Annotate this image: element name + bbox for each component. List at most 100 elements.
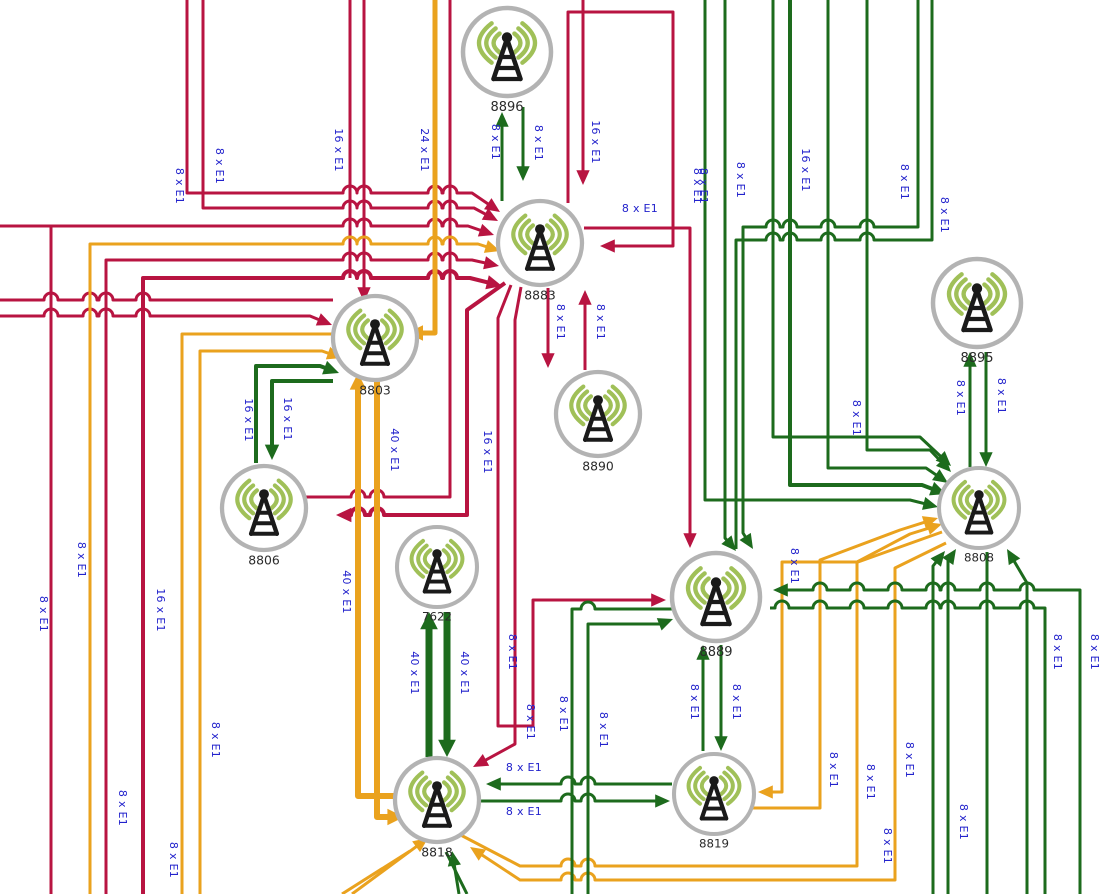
link-edge-20	[88, 235, 500, 894]
antenna-tower-icon	[964, 490, 994, 535]
link-capacity-label: 40 x E1	[408, 651, 421, 695]
edge-arrowhead	[942, 549, 956, 566]
link-capacity-label: 8 x E1	[734, 162, 747, 198]
antenna-node-8803[interactable]: 8803	[330, 293, 420, 397]
antenna-tower-icon	[421, 781, 453, 828]
antenna-node-8896[interactable]: 8896	[460, 5, 554, 115]
edge-line	[767, 530, 943, 794]
link-edge-0	[185, 0, 500, 212]
link-capacity-label: 8 x E1	[506, 634, 519, 670]
link-edge-21	[180, 332, 344, 894]
edge-arrowhead	[1007, 549, 1021, 566]
link-capacity-label: 8 x E1	[524, 704, 537, 740]
antenna-tower-icon	[524, 224, 556, 271]
antenna-node-8819[interactable]: 8819	[671, 751, 757, 851]
node-id-label: 8890	[582, 458, 614, 473]
link-capacity-label: 16 x E1	[589, 120, 602, 164]
link-edge-4	[357, 0, 371, 302]
link-capacity-label: 8 x E1	[506, 761, 542, 774]
antenna-tower-icon	[582, 395, 614, 442]
edge-line	[946, 555, 953, 894]
antenna-node-8890[interactable]: 8890	[553, 369, 643, 473]
link-edge-37	[696, 645, 710, 751]
edge-arrowhead	[481, 208, 498, 221]
link-edge-58	[570, 600, 674, 894]
edge-line	[341, 849, 411, 894]
link-edge-50	[734, 0, 934, 549]
link-capacity-label: 8 x E1	[173, 168, 186, 204]
antenna-node-8889[interactable]: 8889	[669, 550, 763, 660]
link-capacity-label: 8 x E1	[622, 202, 658, 215]
edge-arrowhead	[495, 112, 509, 127]
edge-line	[586, 620, 666, 894]
link-edge-2	[0, 217, 494, 237]
link-capacity-label: 8 x E1	[597, 712, 610, 748]
link-edge-29	[351, 838, 428, 894]
antenna-node-8895[interactable]: 8895	[930, 256, 1024, 366]
antenna-node-8806[interactable]: 8806	[219, 463, 309, 567]
antenna-node-8883[interactable]: 8883	[495, 198, 585, 302]
link-edge-48	[865, 0, 951, 472]
node-circle	[394, 524, 480, 610]
node-id-label: 8818	[421, 844, 453, 859]
edge-line	[723, 0, 732, 546]
edge-arrowhead	[470, 847, 487, 861]
link-capacity-label: 16 x E1	[481, 430, 494, 474]
node-circle	[936, 465, 1022, 551]
edge-line	[141, 269, 494, 894]
edge-arrowhead	[696, 645, 710, 660]
edge-line	[865, 0, 946, 467]
link-edge-26	[741, 516, 938, 810]
edge-arrowhead	[655, 794, 670, 808]
edge-line	[452, 525, 934, 868]
radio-waves-icon	[346, 308, 404, 351]
edge-line	[788, 0, 939, 493]
radio-waves-icon	[686, 765, 742, 806]
edge-line	[734, 0, 934, 549]
edge-arrowhead	[925, 522, 942, 535]
link-capacity-label: 8 x E1	[1051, 634, 1064, 670]
edge-arrowhead	[483, 240, 500, 253]
link-edge-60	[444, 851, 469, 894]
node-circle	[930, 256, 1024, 350]
link-capacity-label: 8 x E1	[954, 380, 967, 416]
edge-line	[584, 226, 692, 539]
antenna-tower-icon	[961, 283, 993, 333]
node-id-label: 8808	[964, 551, 994, 565]
link-edge-49	[739, 0, 920, 549]
link-edge-35	[420, 612, 438, 757]
edge-arrowhead	[387, 808, 404, 826]
edge-arrowhead	[979, 452, 993, 467]
edge-arrowhead	[322, 360, 339, 375]
node-circle	[671, 751, 757, 837]
antenna-node-7622[interactable]: 7622	[394, 524, 480, 624]
radio-waves-icon	[951, 479, 1007, 520]
edge-arrowhead	[935, 456, 951, 472]
link-capacity-label: 40 x E1	[458, 651, 471, 695]
edge-arrowhead	[721, 535, 736, 551]
link-edge-38	[714, 645, 728, 751]
link-edge-54	[942, 549, 956, 894]
link-capacity-label: 8 x E1	[827, 752, 840, 788]
edge-arrowhead	[483, 256, 499, 270]
antenna-node-8818[interactable]: 8818	[392, 755, 482, 859]
edge-arrowhead	[651, 593, 666, 607]
link-edge-28	[470, 541, 947, 882]
link-edge-44	[721, 0, 736, 551]
edge-arrowhead	[932, 469, 948, 483]
edge-arrowhead	[473, 754, 490, 767]
antenna-tower-icon	[248, 489, 280, 536]
antenna-node-8808[interactable]: 8808	[936, 465, 1022, 565]
edge-arrowhead	[264, 444, 280, 460]
link-edge-39	[486, 775, 672, 791]
link-capacity-label: 8 x E1	[213, 148, 226, 184]
edge-arrowhead	[683, 533, 697, 548]
edge-arrowhead	[315, 313, 332, 326]
link-edge-42	[979, 352, 993, 467]
edge-line	[104, 251, 491, 894]
link-capacity-label: 8 x E1	[903, 742, 916, 778]
link-edge-11	[336, 281, 507, 523]
link-edge-8	[0, 291, 333, 302]
link-capacity-label: 8 x E1	[594, 304, 607, 340]
